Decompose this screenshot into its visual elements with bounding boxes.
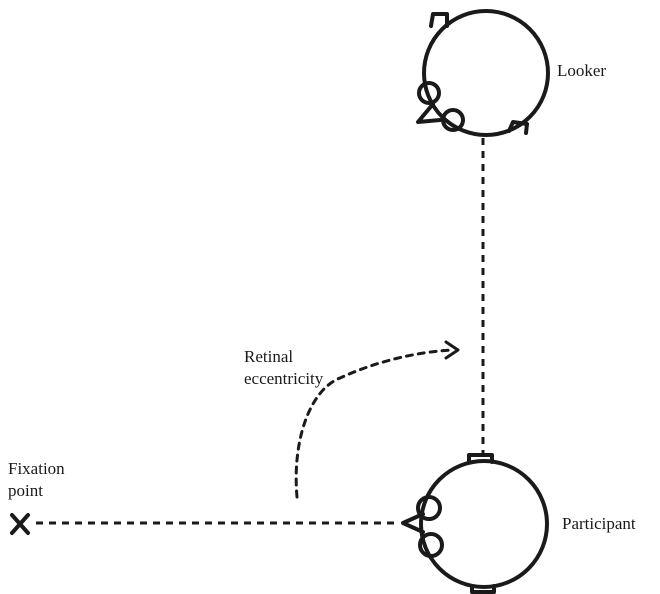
participant-head-outline <box>419 459 549 589</box>
looker-label: Looker <box>557 61 607 80</box>
eccentricity-arc <box>294 348 454 499</box>
fixation-label-line1: Fixation <box>8 459 65 478</box>
looker-ear-top <box>429 12 449 28</box>
looker-eye-right <box>441 108 465 132</box>
looker-eye-left <box>417 81 441 105</box>
participant-eye-lower <box>418 532 444 558</box>
participant-nose <box>401 512 425 534</box>
participant-label: Participant <box>562 514 636 533</box>
participant-ear-bottom <box>470 584 496 594</box>
participant-eye-upper <box>416 495 442 521</box>
fixation-label-line2: point <box>8 481 43 500</box>
looker-ear-bottom <box>507 120 529 135</box>
looker-head-outline <box>422 9 550 137</box>
looker-head <box>416 9 550 137</box>
eccentricity-label-line1: Retinal <box>244 347 294 366</box>
eccentricity-label-line2: eccentricity <box>244 369 324 388</box>
chevron-right-icon <box>444 340 460 360</box>
looker-nose <box>416 102 442 124</box>
x-mark-icon <box>10 513 30 535</box>
participant-head <box>401 453 549 594</box>
participant-ear-top <box>467 453 494 464</box>
